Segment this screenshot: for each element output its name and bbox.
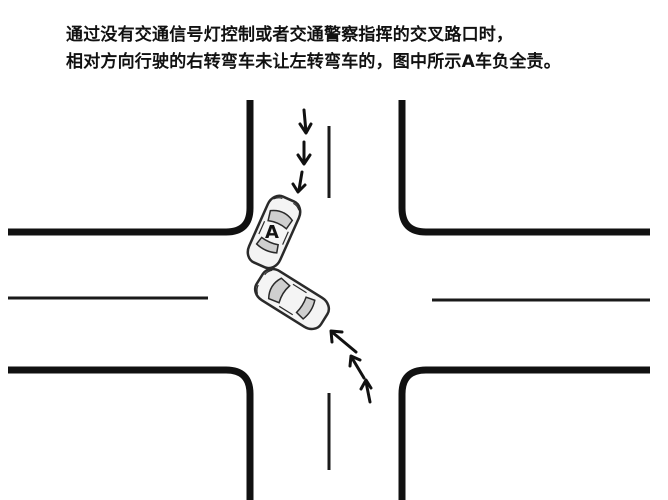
arrow-down-icon <box>291 170 307 194</box>
road-edges <box>8 100 650 500</box>
arrow-up-left-icon <box>329 329 358 354</box>
arrow-down-icon <box>298 108 313 135</box>
arrow-down-icon <box>296 140 312 166</box>
arrow-up-left-icon <box>348 354 366 380</box>
arrows-car-b <box>329 329 373 404</box>
car-a-body <box>246 194 302 270</box>
curb-top-left <box>8 100 254 236</box>
curb-bottom-right <box>398 366 650 500</box>
lane-lines <box>8 126 650 470</box>
arrow-up-icon <box>359 378 373 404</box>
car-a-rear-window <box>255 236 280 254</box>
curb-top-right <box>398 100 650 236</box>
caption-line-1: 通过没有交通信号灯控制或者交通警察指挥的交叉路口时， <box>66 25 514 45</box>
caption-line-2: 相对方向行驶的右转弯车未让左转弯车的，图中所示A车负全责。 <box>66 52 561 72</box>
caption-text: 通过没有交通信号灯控制或者交通警察指挥的交叉路口时， 相对方向行驶的右转弯车未让… <box>66 22 656 76</box>
car-b <box>253 267 331 331</box>
car-a-label: A <box>265 222 279 243</box>
curb-bottom-left <box>8 366 254 500</box>
arrows-car-a <box>291 108 313 194</box>
car-b-windshield <box>267 277 291 304</box>
car-b-rear-window <box>295 296 316 320</box>
car-b-body <box>253 267 331 331</box>
car-a <box>246 194 302 270</box>
car-a-windshield <box>267 209 294 230</box>
